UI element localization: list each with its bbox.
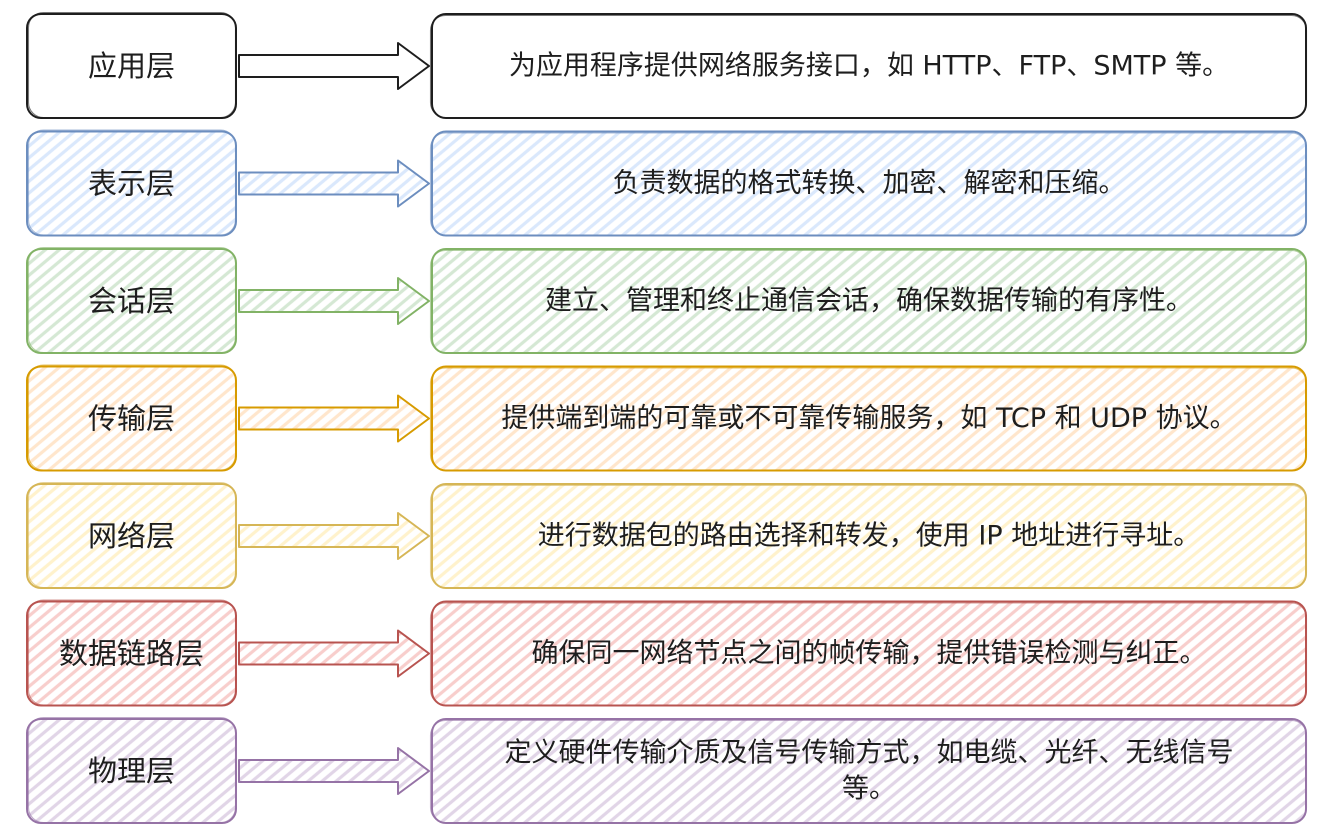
layer-rows: 应用层 为应用程序提供网络服务接口，如 HTTP、FTP、SMTP 等。表示层 负责… xyxy=(26,11,1308,824)
layer-label: 网络层 xyxy=(88,519,175,553)
layer-description: 确保同一网络节点之间的帧传输，提供错误检测与纠正。 xyxy=(532,638,1207,669)
layer-description: 进行数据包的路由选择和转发，使用 IP 地址进行寻址。 xyxy=(538,521,1200,552)
layer-label: 数据链路层 xyxy=(59,637,204,671)
layer-label: 表示层 xyxy=(88,167,175,201)
arrow-right-icon xyxy=(238,159,430,208)
arrow-right-icon xyxy=(238,512,430,560)
layer-label: 应用层 xyxy=(88,49,175,83)
layer-row: 传输层 提供端到端的可靠或不可靠传输服务，如 TCP 和 UDP 协议。 xyxy=(26,364,1308,472)
layer-row: 应用层 为应用程序提供网络服务接口，如 HTTP、FTP、SMTP 等。 xyxy=(26,11,1308,119)
layer-row: 数据链路层 确保同一网络节点之间的帧传输，提供错误检测与纠正。 xyxy=(26,599,1308,707)
layer-description-box xyxy=(431,718,1307,824)
layer-description: 等。 xyxy=(842,774,896,805)
layer-description: 定义硬件传输介质及信号传输方式，如电缆、光纤、无线信号 xyxy=(505,738,1234,769)
layer-label: 传输层 xyxy=(88,402,175,436)
layer-description: 建立、管理和终止通信会话，确保数据传输的有序性。 xyxy=(545,286,1193,317)
layer-description: 为应用程序提供网络服务接口，如 HTTP、FTP、SMTP 等。 xyxy=(509,51,1229,82)
arrow-right-icon xyxy=(238,394,430,443)
layer-label: 物理层 xyxy=(88,754,175,788)
layer-row: 表示层 负责数据的格式转换、加密、解密和压缩。 xyxy=(26,129,1308,237)
arrow-right-icon xyxy=(238,747,430,795)
layer-description: 负责数据的格式转换、加密、解密和压缩。 xyxy=(613,168,1126,199)
arrow-right-icon xyxy=(238,42,430,90)
arrow-right-icon xyxy=(238,277,430,325)
layer-row: 网络层 进行数据包的路由选择和转发，使用 IP 地址进行寻址。 xyxy=(26,481,1308,589)
layer-description: 提供端到端的可靠或不可靠传输服务，如 TCP 和 UDP 协议。 xyxy=(501,403,1236,434)
layer-label: 会话层 xyxy=(88,284,175,318)
arrow-right-icon xyxy=(238,629,430,678)
layer-row: 会话层 建立、管理和终止通信会话，确保数据传输的有序性。 xyxy=(26,246,1308,354)
